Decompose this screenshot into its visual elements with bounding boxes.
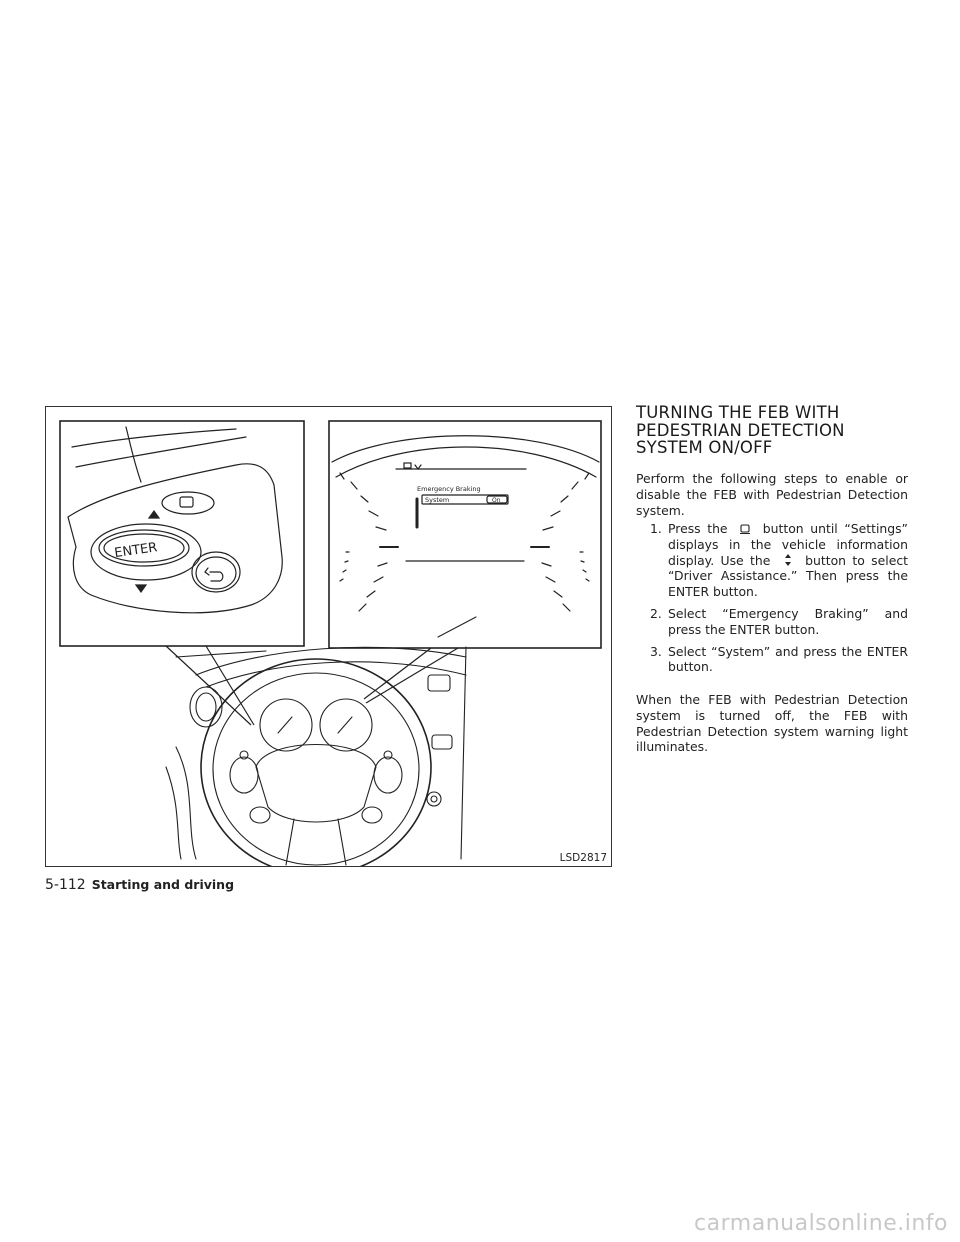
step-text-after: button until “Settings” displays in the …: [668, 521, 908, 568]
display-icon-1: [403, 462, 412, 469]
menu-switch: [161, 491, 215, 515]
intro-paragraph: Perform the following steps to enable or…: [636, 471, 908, 518]
step-number: 3.: [650, 643, 662, 659]
cluster-detail-inset: [328, 420, 602, 649]
step-number: 2.: [650, 605, 662, 621]
switch-detail-inset: [59, 420, 305, 647]
step-text: Select “Emergency Braking” and press the…: [668, 605, 908, 637]
page-number: 5-112: [45, 877, 86, 893]
display-row-label: System: [425, 496, 449, 504]
page-footer: 5-112 Starting and driving: [45, 877, 234, 893]
step-text-before: Press the: [668, 521, 728, 536]
section-heading: TURNING THE FEB WITH PEDESTRIAN DETECTIO…: [636, 403, 845, 457]
watermark: carmanualsonline.info: [694, 1211, 948, 1236]
display-row-value: On: [492, 497, 501, 504]
step-text-after-2: button to select “Driver Assistance.” Th…: [668, 552, 908, 600]
menu-button-icon: [734, 523, 756, 536]
step-3: 3. Select “System” and press the ENTER b…: [636, 644, 908, 676]
figure-code: LSD2817: [559, 852, 607, 864]
step-2: 2. Select “Emergency Braking” and press …: [636, 606, 908, 638]
step-text: Select “System” and press the ENTER butt…: [668, 643, 908, 675]
step-number: 1.: [650, 521, 662, 536]
right-gauge-ticks: [530, 472, 590, 612]
display-title: Emergency Braking: [417, 485, 481, 493]
step-1: 1. Press the button until “Settings” dis…: [636, 521, 908, 600]
back-switch: [191, 551, 241, 593]
illustration-figure: ENTER: [45, 406, 612, 867]
steering-wheel-illustration: ENTER: [59, 420, 602, 866]
steering-rim: [200, 658, 432, 866]
enter-switch: [98, 529, 190, 567]
steps-list: 1. Press the button until “Settings” dis…: [636, 521, 908, 681]
up-down-arrows-icon: [777, 553, 799, 566]
dashboard-drawing: [165, 616, 477, 866]
outro-paragraph: When the FEB with Pedestrian Detection s…: [636, 692, 908, 755]
left-gauge-ticks: [339, 472, 399, 612]
enter-switch-outer: [90, 523, 202, 581]
section-name: Starting and driving: [91, 877, 235, 892]
enter-label: ENTER: [113, 540, 158, 561]
display-selected-row: [421, 494, 509, 505]
